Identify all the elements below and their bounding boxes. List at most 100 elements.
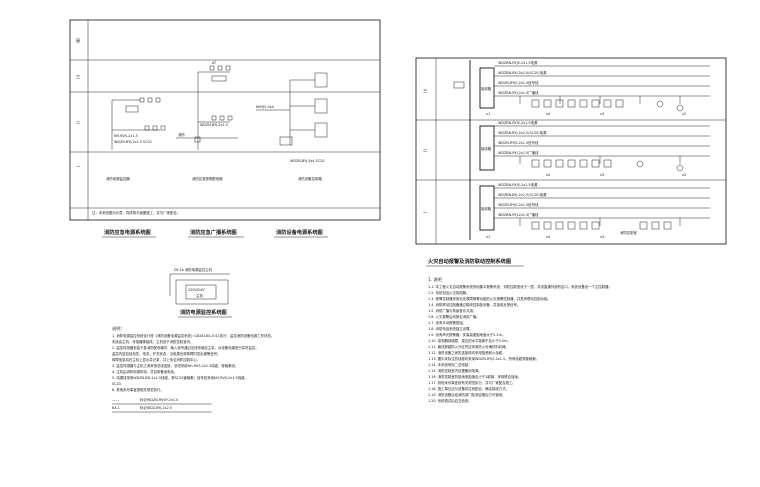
cable-label: WDZBN-RYJ-2x1.5广播线	[498, 212, 539, 217]
device-code: x4	[546, 112, 550, 116]
right-note-line: 1.6. 火灾报警后切换至消防广播。	[428, 314, 480, 319]
device-code: x3	[600, 112, 604, 116]
junction-box-label: 接线箱	[481, 86, 492, 91]
row3-caption-2: 消防应急照明配电箱	[192, 176, 223, 181]
right-note-line: 1.12. 消防设备之间的连接线均采用阻燃耐火电缆。	[428, 350, 506, 355]
row3-caption-3: 消防设备控制箱	[298, 176, 322, 181]
monitor-inner-box	[185, 284, 217, 300]
left-note-line: 2. 监控传感器安装于各消防配电箱内，输入信号通过总线传输至主机，对设备电源进行…	[112, 345, 259, 350]
left-title-3: 消防设备电源系统图	[276, 228, 323, 236]
cable-label: WDZN-RYJS-2x1.5信号线	[498, 80, 539, 85]
left-note-line: 1. 消防电源监控系统设计按《消防设备电源监控系统》GB28184-2011执行…	[112, 333, 274, 338]
monitor-top-label: DY-1A 消防电源监控主机	[174, 267, 213, 272]
cable-label: WDZBN-RYJ-2x1.5广播线	[498, 150, 539, 155]
cable-label: WDZBN-RYJS-2x1.5电源	[498, 120, 538, 125]
left-note-line: 监控内容包括电压、电流、开关状态，当电源出现故障时发出报警信号。	[112, 351, 221, 356]
junction-box-label: 接线箱	[481, 146, 492, 151]
device-label: 消防	[178, 132, 185, 137]
row-label-4: 一	[76, 164, 80, 169]
floor-block-2: 二 接线箱 WDZBN-RYJS-2x1.5电源 WDZBN-BYJ-2x2.5…	[423, 120, 710, 177]
riser-label-a: NHYJV-3x4	[256, 105, 274, 109]
cable-label: WDZBN-RYJS-2x1.5电源	[498, 182, 538, 187]
right-note-line: 1.9. 设有声光报警器，安装高度距地面大于2.2m。	[428, 332, 505, 337]
cable-label: WDZBN-RYJ-2x1.5广播线	[498, 90, 539, 95]
floor-block-1: 三 接线箱 WDZBN-RYJS-2x1.5电源 WDZBN-BYJ-2x2.5…	[423, 60, 710, 116]
legend-2-symbol: BX-1	[112, 406, 120, 410]
right-note-line: 1.2. 系统包括火灾探测器。	[428, 290, 469, 295]
left-note-line: 系统由主机、传感器等组成，主机设于消防控制室内。	[112, 339, 193, 344]
monitor-title: 消防电源监控系统图	[180, 308, 227, 316]
row1-note: WDZN-BYJ-2x2.5	[200, 123, 228, 127]
device-code: x1	[486, 112, 490, 116]
left-note-line: SC20.	[112, 382, 122, 386]
cable-label: WDZN-RYJS-2x1.5信号线	[498, 140, 539, 145]
device-code: x3	[600, 235, 604, 239]
breaker-group-a	[125, 97, 166, 131]
right-note-line: 1.11. 管线穿越防火分区时应采用防火封堵材料封堵。	[428, 344, 509, 349]
right-note-line: 1.19. 消防设备应经消防部门检测合格后方可使用。	[428, 392, 506, 397]
left-notes-heading: 说明：	[112, 325, 125, 332]
right-note-line: 1.13. 图中未标注的线缆均采用WDZN-RYJS-2x1.5。所有线缆穿管暗…	[428, 356, 539, 361]
right-note-line: 1.7. 设有手动报警按钮。	[428, 320, 466, 325]
floor-label: 二	[423, 148, 427, 153]
cable-label: WDZBN-BYJ-2x2.5(SC20)电源	[498, 130, 547, 135]
riser-label-b: WDZN-BYJ-3x4 SC20	[290, 159, 324, 163]
extra-label: 消防控制室	[620, 230, 638, 235]
row3-caption-1: 消防电源监控器	[106, 176, 130, 181]
monitor-inner-label-2: 主机	[196, 293, 203, 298]
floor-label: 一	[423, 210, 427, 215]
floor-block-3: 一 接线箱 WDZBN-RYJS-2x1.5电源 WDZBN-BYJ-2x2.5…	[423, 182, 710, 239]
left-note-line: 3. 监控传感器与主机之间采用总线连接，总线采用NH-RVS-2x1.5线缆，穿…	[112, 363, 238, 368]
left-diagram-frame	[69, 19, 381, 221]
row-label-2: 三	[76, 74, 80, 79]
device-code: x2	[682, 173, 686, 177]
right-note-line: 1.5. 消防广播与背景音乐共用。	[428, 308, 476, 313]
left-note-line: 6. 其他未尽事宜按相关规范执行。	[112, 387, 164, 392]
right-note-line: 1.1. 本工程火灾自动报警系统采用集中报警系统，消防控制室设于一层，并设直通外…	[428, 284, 612, 289]
left-note-line: 故障信息将在主机上显示并记录，并上传至消防控制中心。	[112, 357, 200, 362]
junction-box	[479, 67, 495, 109]
right-note-line: 1.14. 本系统采用二总线制。	[428, 362, 472, 367]
legend-2-label: 标记WDZ-BYJ-2x2.5	[140, 405, 172, 410]
right-note-line: 1.17. 其他未尽事宜按有关规范执行，并与厂家配合施工。	[428, 380, 516, 385]
monitor-outer-box	[175, 279, 229, 305]
device-code: x3	[600, 173, 604, 177]
right-note-line: 1.8. 消防电话系统独立设置。	[428, 326, 473, 331]
cable-label: WDZBN-BYJ-2x2.5(SC20)电源	[498, 70, 547, 75]
right-notes-heading: 1. 说明	[428, 276, 442, 283]
right-notes: 1. 说明 1.1. 本工程火灾自动报警系统采用集中报警系统，消防控制室设于一层…	[428, 276, 612, 403]
cable-label: WDZBN-BYJ-2x2.5(SC20)电源	[498, 192, 547, 197]
left-note-line: 5. 电源线采用WDZN-BYJ-2x2.5线缆，穿SC20管暗敷；信号线采用N…	[112, 375, 248, 380]
cable-label: WDZBN-RYJS-2x1.5电源	[498, 60, 538, 65]
right-note-line: 1.16. 消防控制室的接地电阻值应小于1欧姆，采用联合接地。	[428, 374, 521, 379]
right-note-line: 1.4. 消防联动控制器通过模块控制各设备，并接收反馈信号。	[428, 302, 520, 307]
device-code: x2	[682, 112, 686, 116]
floor-label: 三	[423, 88, 427, 93]
device-code: x4	[546, 173, 550, 177]
right-note-line: 1.15. 消防控制室内设置备用电源。	[428, 368, 482, 373]
right-note-line: 1.10. 探测器到墙壁、梁边的水平距离不应小于0.5m。	[428, 338, 511, 343]
left-footnote: 注：本系统图为示意，具体按平面图施工，并与厂家配合。	[92, 210, 180, 215]
left-title-1: 消防应急电源系统图	[104, 228, 151, 236]
left-title-2: 消防应急广播系统图	[190, 228, 237, 236]
device-code: x4	[546, 235, 550, 239]
cable-label: WDZN-RYJS-2x1.5信号线	[498, 202, 539, 207]
legend-1-label: 标记WDZN-RVSP-2x1.0	[140, 397, 178, 402]
device-code: x1	[486, 235, 490, 239]
monitor-system-box: DY-1A 消防电源监控主机 220V/24V 主机 消防电源监控系统图	[169, 267, 232, 318]
left-system-diagram: 屋 三 二 一 NH-RVS-2x1.5 WDZN-BYJ-2x2.5 SC20	[69, 19, 381, 221]
left-notes: 说明： 1. 消防电源监控系统设计按《消防设备电源监控系统》GB28184-20…	[112, 325, 274, 413]
row-label-3: 二	[76, 120, 80, 125]
row-label-1: 屋	[76, 38, 80, 44]
right-diagram-frame	[415, 57, 727, 245]
right-title: 火灾自动报警及消防联动控制系统图	[428, 257, 511, 265]
cable-label-b: WDZN-BYJ-2x2.5 SC20	[114, 140, 152, 144]
right-system-diagram: 三 接线箱 WDZBN-RYJS-2x1.5电源 WDZBN-BYJ-2x2.5…	[415, 57, 727, 245]
right-note-line: 1.18. 施工单位应与设备供应商配合，确定接线方式。	[428, 386, 509, 391]
cable-label-a: NH-RVS-2x1.5	[114, 134, 138, 138]
monitor-inner-label-1: 220V/24V	[188, 288, 205, 292]
right-note-line: 1.3. 报警控制器采用包含故障报警功能的火灾报警控制器，并具有联动控制功能。	[428, 296, 551, 301]
right-note-line: 1.20. 系统调试后应交验收。	[428, 398, 472, 403]
left-titles: 消防应急电源系统图 消防应急广播系统图 消防设备电源系统图	[102, 228, 328, 238]
